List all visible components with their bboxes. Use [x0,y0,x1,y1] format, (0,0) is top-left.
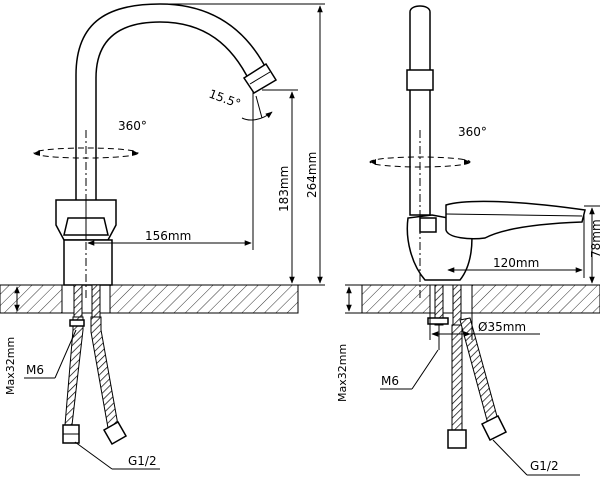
left-total-height-dimension [160,3,325,286]
left-faucet-body [55,199,117,286]
right-thickness-label: Max32mm [336,344,349,402]
right-view: 360° 78mm 120mm Ø35mm Max32mm [336,5,600,476]
left-thickness-label: Max32mm [4,337,17,395]
right-handle-height-label: 78mm [589,219,600,258]
right-spout [406,5,434,216]
left-rotation-indicator [33,147,139,159]
left-angle-dimension [241,95,273,121]
right-hole-diameter-label: Ø35mm [478,320,526,334]
right-handle-reach-dimension [447,215,585,278]
right-handle-reach-label: 120mm [493,256,539,270]
left-spout-reach-label: 156mm [145,229,191,243]
left-thickness-dimension [0,284,22,314]
left-spout-height-label: 183mm [277,166,291,212]
left-view: 360° 15.5° 264mm 183mm 156mm [0,3,325,470]
left-gooseneck-spout [75,3,278,206]
right-studs-hoses [427,284,508,449]
right-hole-diameter-dimension [429,313,540,340]
right-g12-label: G1/2 [530,459,559,473]
left-countertop [0,284,299,314]
left-m6-label: M6 [26,363,44,377]
right-g12-callout [492,439,580,476]
right-thickness-dimension [345,284,362,314]
left-rotation-label: 360° [118,119,147,133]
left-total-height-label: 264mm [305,152,319,198]
right-faucet-body [406,200,586,281]
left-angle-label: 15.5° [207,87,243,111]
right-rotation-indicator [369,156,471,168]
left-m6-callout [24,329,77,379]
right-m6-callout [380,349,439,390]
left-spout-reach-dimension [87,92,254,250]
left-g12-callout [74,441,160,470]
right-handle-height-dimension [584,205,600,284]
left-g12-label: G1/2 [128,454,157,468]
right-m6-label: M6 [381,374,399,388]
left-studs-hoses [62,284,128,446]
left-spout-height-dimension [262,89,298,284]
right-rotation-label: 360° [458,125,487,139]
right-countertop [345,284,600,314]
